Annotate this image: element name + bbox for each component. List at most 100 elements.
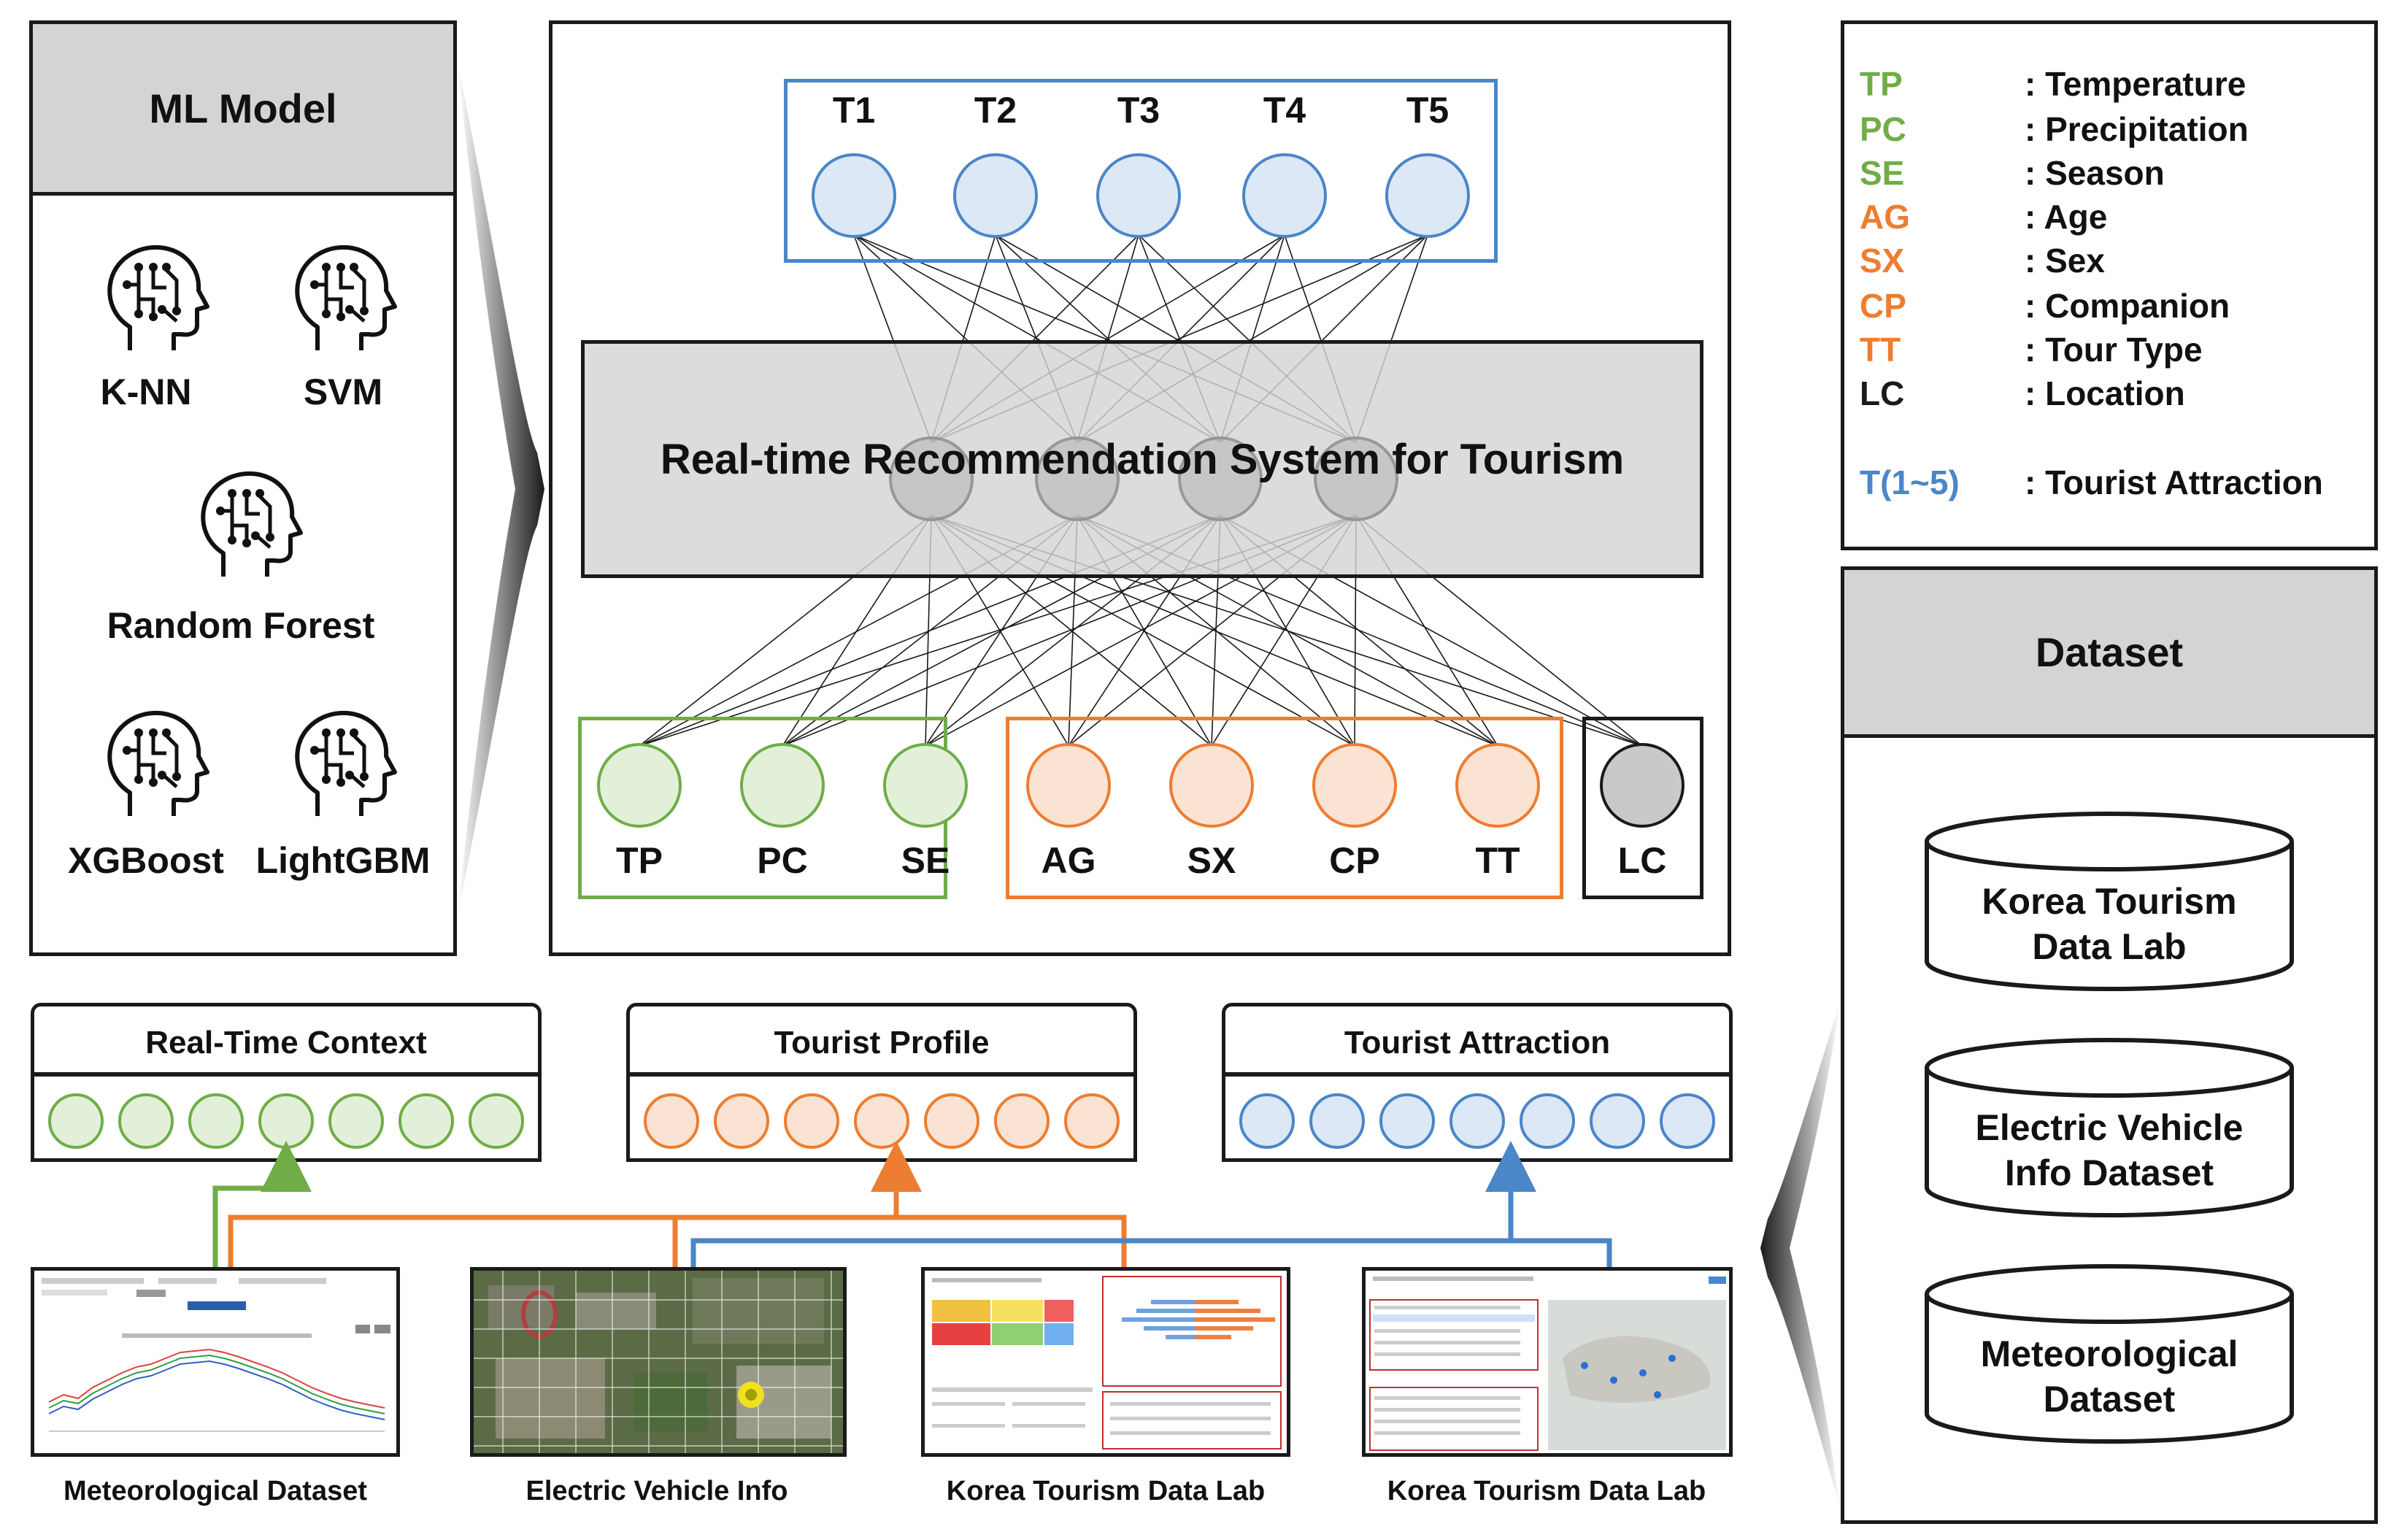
caption-korea-tourism-1: Korea Tourism Data Lab — [946, 1476, 1266, 1506]
brain-head-icon — [201, 471, 303, 577]
feature-node — [1660, 1093, 1715, 1149]
feature-node — [1309, 1093, 1365, 1149]
database-cylinder-icon — [1925, 812, 2294, 991]
legend-code-6: TT — [1860, 331, 1901, 369]
dataset-label-0-line2: Data Lab — [2032, 926, 2187, 967]
legend-desc-0: : Temperature — [2025, 65, 2246, 103]
dataset-label-1-line1: Electric Vehicle — [1975, 1107, 2244, 1148]
legend-code-2: SE — [1860, 154, 1905, 192]
hidden-node-1 — [889, 436, 974, 521]
feature-node — [188, 1093, 244, 1149]
input-node-tt — [1455, 743, 1540, 828]
feature-node — [258, 1093, 314, 1149]
dataset-label-0-line1: Korea Tourism — [1982, 881, 2237, 922]
caption-korea-tourism-2: Korea Tourism Data Lab — [1387, 1476, 1706, 1506]
input-label-tp: TP — [616, 840, 663, 881]
legend-desc-4: : Sex — [2025, 242, 2105, 280]
legend-panel — [1841, 20, 2378, 550]
feature-node — [118, 1093, 174, 1149]
feature-node — [1590, 1093, 1645, 1149]
korea-tourism-screenshot-1 — [921, 1267, 1290, 1457]
electric-vehicle-screenshot — [470, 1267, 847, 1457]
ml-model-title: ML Model — [33, 24, 453, 196]
ml-to-system-arrow — [457, 58, 544, 920]
output-node-t2 — [953, 153, 1038, 238]
model-label-xgboost: XGBoost — [68, 840, 224, 881]
feature-box-title-2: Tourist Attraction — [1344, 1025, 1611, 1060]
brain-head-icon — [295, 710, 397, 816]
input-node-cp — [1312, 743, 1397, 828]
feature-node — [1449, 1093, 1505, 1149]
hidden-node-2 — [1035, 436, 1120, 521]
input-label-cp: CP — [1329, 840, 1380, 881]
legend-code-3: AG — [1860, 198, 1910, 236]
output-node-t1 — [812, 153, 896, 238]
hidden-node-4 — [1314, 436, 1398, 521]
ml-model-panel: ML Model — [29, 20, 457, 956]
brain-head-icon — [107, 710, 209, 816]
input-node-lc — [1600, 743, 1685, 828]
output-node-t3 — [1096, 153, 1181, 238]
model-label-svm: SVM — [303, 371, 383, 412]
legend-code-8: T(1~5) — [1860, 463, 1960, 501]
input-node-se — [883, 743, 968, 828]
feature-node — [1520, 1093, 1575, 1149]
input-label-ag: AG — [1041, 840, 1096, 881]
input-label-pc: PC — [757, 840, 808, 881]
feature-node — [994, 1093, 1050, 1149]
profile-input-group — [1006, 717, 1563, 899]
legend-desc-7: : Location — [2025, 374, 2185, 412]
model-label-knn: K-NN — [100, 371, 192, 412]
output-label-t3: T3 — [1117, 90, 1160, 131]
feature-node — [784, 1093, 839, 1149]
feature-node — [48, 1093, 104, 1149]
feature-node — [469, 1093, 524, 1149]
location-input-group — [1582, 717, 1703, 899]
legend-code-1: PC — [1860, 110, 1906, 148]
dataset-title: Dataset — [1844, 570, 2374, 738]
feature-node — [1064, 1093, 1120, 1149]
input-node-tp — [597, 743, 682, 828]
legend-code-0: TP — [1860, 65, 1903, 103]
brain-head-icon — [295, 245, 397, 350]
feature-box-title-1: Tourist Profile — [774, 1025, 990, 1060]
database-cylinder-icon — [1925, 1038, 2294, 1217]
input-label-lc: LC — [1617, 840, 1667, 881]
legend-code-4: SX — [1860, 242, 1905, 280]
legend-desc-8: : Tourist Attraction — [2025, 463, 2323, 501]
feature-box-title-0: Real-Time Context — [145, 1025, 427, 1060]
brain-head-icon — [107, 245, 209, 350]
dataset-to-features-arrow — [1760, 1000, 1841, 1511]
legend-code-5: CP — [1860, 287, 1906, 325]
feature-node — [1239, 1093, 1295, 1149]
output-label-t2: T2 — [974, 90, 1017, 131]
output-node-t5 — [1385, 153, 1470, 238]
input-node-pc — [740, 743, 825, 828]
output-label-t4: T4 — [1263, 90, 1306, 131]
system-box — [581, 340, 1703, 578]
screenshot-to-feature-connectors — [212, 1141, 1612, 1270]
feature-node — [714, 1093, 769, 1149]
legend-desc-2: : Season — [2025, 154, 2165, 192]
output-label-t1: T1 — [832, 90, 876, 131]
meteorological-screenshot — [31, 1267, 400, 1457]
output-group — [784, 79, 1498, 263]
input-node-ag — [1026, 743, 1111, 828]
input-label-tt: TT — [1475, 840, 1520, 881]
model-label-lightgbm: LightGBM — [255, 840, 431, 881]
dataset-label-1-line2: Info Dataset — [2004, 1152, 2214, 1193]
system-label: Real-time Recommendation System for Tour… — [660, 436, 1625, 483]
dataset-label-2-line1: Meteorological — [1980, 1333, 2238, 1374]
model-label-random-forest: Random Forest — [107, 605, 375, 646]
korea-tourism-screenshot-2 — [1362, 1267, 1733, 1457]
feature-node — [328, 1093, 384, 1149]
legend-desc-3: : Age — [2025, 198, 2108, 236]
database-cylinder-icon — [1925, 1264, 2294, 1444]
caption-electric-vehicle: Electric Vehicle Info — [525, 1476, 788, 1506]
legend-desc-1: : Precipitation — [2025, 110, 2249, 148]
feature-node — [644, 1093, 699, 1149]
hidden-node-3 — [1178, 436, 1263, 521]
feature-node — [398, 1093, 454, 1149]
feature-box-header-0 — [31, 1003, 542, 1076]
feature-node — [924, 1093, 979, 1149]
